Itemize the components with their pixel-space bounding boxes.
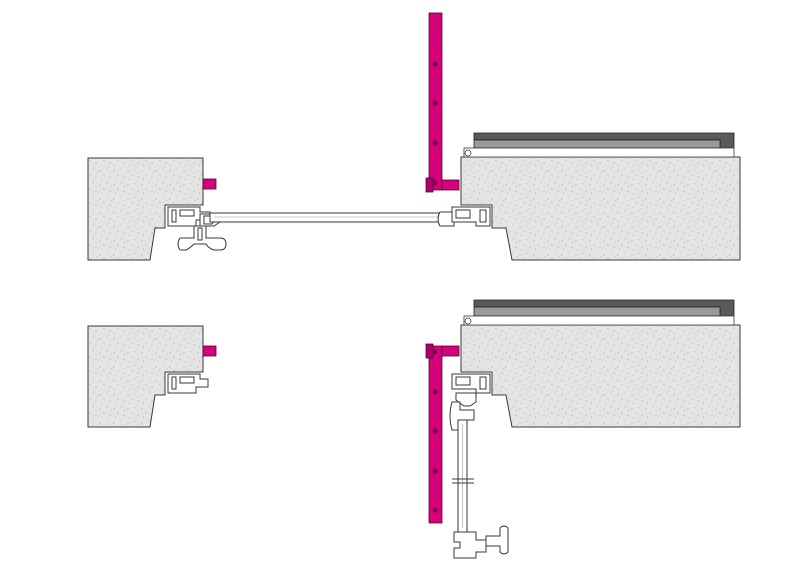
hinge-bolt — [432, 180, 438, 186]
cover-rail-bottom — [463, 299, 735, 326]
left-anchor-top — [202, 178, 217, 190]
hinge-bolt — [432, 349, 438, 355]
hinge-bolt — [432, 389, 438, 395]
hinge-bolt — [432, 507, 438, 513]
hinge-bolt — [432, 61, 438, 67]
door-handle-icon — [177, 225, 227, 251]
frame-profile-right-top — [437, 206, 491, 227]
right-wall-top — [460, 156, 741, 261]
cover-rail-top — [463, 132, 735, 158]
door-leaf-closed — [209, 212, 455, 223]
hinge-bolt — [432, 428, 438, 434]
frame-profile-right-bottom — [451, 373, 491, 407]
hinge-bolt — [432, 140, 438, 146]
hinge-bracket-bottom — [425, 343, 460, 524]
hinge-bracket-icon — [425, 12, 460, 193]
left-wall-bottom — [87, 325, 204, 428]
closed-state — [87, 12, 741, 261]
left-anchor-bottom — [202, 345, 217, 357]
hinge-bolt — [432, 100, 438, 106]
door-leaf-open — [449, 401, 509, 559]
right-wall-bottom — [460, 324, 741, 428]
open-state — [87, 299, 741, 559]
left-wall-top — [87, 157, 204, 261]
frame-profile-left-bottom — [167, 373, 209, 394]
hinge-bolt — [432, 468, 438, 474]
